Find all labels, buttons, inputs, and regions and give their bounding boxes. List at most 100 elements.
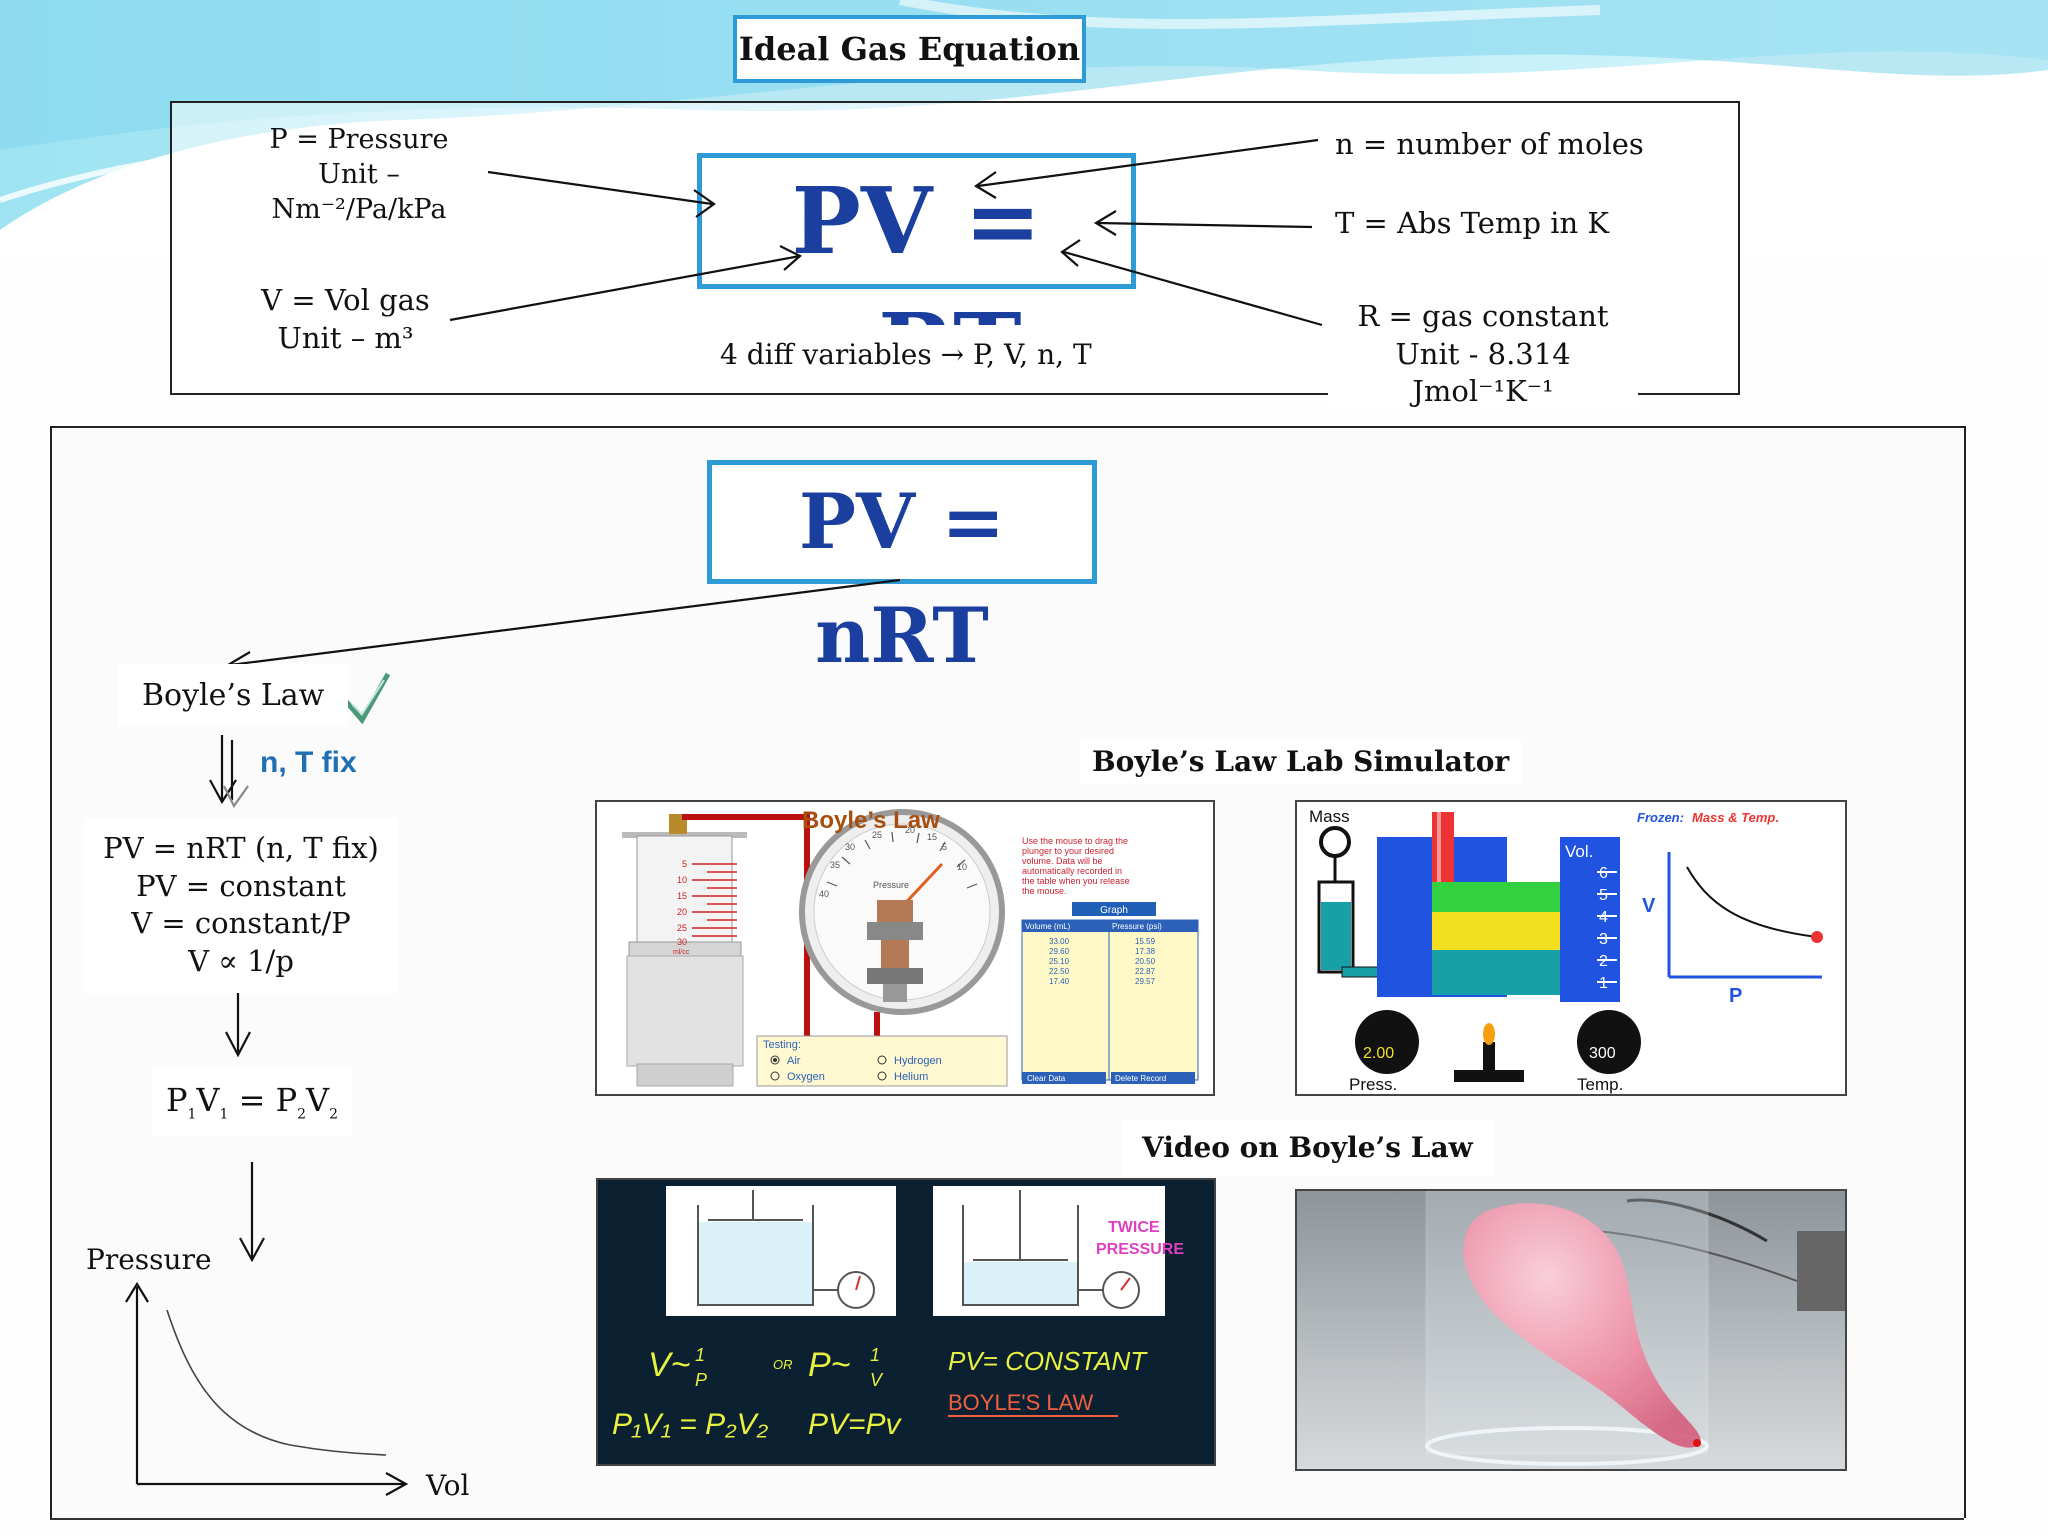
vol-label: Vol.: [1565, 842, 1593, 861]
gauge-dial-30: 30: [845, 842, 855, 852]
vol-tick-1: 1: [1599, 975, 1608, 992]
vol-1: 33.00: [1049, 937, 1070, 946]
pressure-text: PRESSURE: [1096, 1241, 1184, 1258]
video-eq-one-a: 1: [695, 1345, 705, 1365]
pres-1: 15.59: [1135, 937, 1156, 946]
video-pv-constant: PV= CONSTANT: [948, 1346, 1148, 1376]
temp-value: 300: [1589, 1045, 1616, 1062]
gas-oxygen: Oxygen: [787, 1071, 825, 1083]
vol-4: 22.50: [1049, 967, 1070, 976]
col-pressure: Pressure (psi): [1112, 922, 1162, 931]
pres-3: 20.50: [1135, 957, 1156, 966]
fixed-condition: n, T fix: [260, 746, 357, 779]
sim1-instr-2: plunger to your desired: [1022, 846, 1114, 856]
gas-hydrogen: Hydrogen: [894, 1055, 942, 1067]
pres-5: 29.57: [1135, 977, 1156, 986]
derivation-line-3: V = constant/P: [131, 906, 351, 941]
sim1-instr-4: automatically recorded in: [1022, 866, 1122, 876]
header-title-box: Ideal Gas Equation: [733, 15, 1086, 83]
gauge-dial-25: 25: [872, 830, 882, 840]
pres-2: 17.38: [1135, 947, 1156, 956]
boyle-video-1[interactable]: TWICE PRESSURE V~ 1 P OR P~ 1 V P₁V₁ = P…: [596, 1178, 1216, 1466]
video-eq-v2: V: [870, 1370, 884, 1390]
video-or: OR: [773, 1357, 793, 1372]
sim1-instr-5: the table when you release: [1022, 876, 1130, 886]
boyle-equation: PV = nRT: [798, 477, 1006, 680]
sim1-instr-3: volume. Data will be: [1022, 856, 1103, 866]
gas-constant-label: R = gas constant Unit - 8.314 Jmol⁻¹K⁻¹: [1328, 298, 1638, 412]
syringe-scale-15: 15: [677, 891, 687, 901]
video-eq-p2: P~: [808, 1346, 851, 1384]
syringe-scale-25: 25: [677, 923, 687, 933]
gauge-dial-15: 15: [927, 832, 937, 842]
boyle-simulator-1[interactable]: 5 10 15 20 25 30 ml/cc 5 10 15 20 25 30 …: [595, 800, 1215, 1096]
vol-5: 17.40: [1049, 977, 1070, 986]
clear-data-button: Clear Data: [1027, 1074, 1066, 1083]
page-title: Ideal Gas Equation: [738, 30, 1081, 68]
derivation-box: PV = nRT (n, T fix) PV = constant V = co…: [84, 818, 398, 993]
temp-label: Temp.: [1577, 1075, 1623, 1094]
syringe-unit: ml/cc: [673, 949, 690, 956]
twice-text: TWICE: [1108, 1219, 1160, 1236]
vol-2: 29.60: [1049, 947, 1070, 956]
graph-button: [1072, 902, 1156, 916]
axis-p-label: P: [1729, 985, 1742, 1007]
vol-3: 25.10: [1049, 957, 1070, 966]
derivation-line-2: PV = constant: [136, 868, 346, 903]
boyle-final-equation: P1V1 = P2V2: [152, 1068, 352, 1136]
derivation-line-1: PV = nRT (n, T fix): [103, 831, 379, 865]
sim1-title: Boyle’s Law: [802, 807, 940, 834]
volume-definition: V = Vol gas: [261, 283, 430, 317]
vol-tick-2: 2: [1599, 953, 1608, 970]
gas-constant-definition: R = gas constant: [1357, 299, 1609, 333]
sim1-instr-1: Use the mouse to drag the: [1022, 836, 1128, 846]
press-value: 2.00: [1363, 1045, 1394, 1062]
pres-4: 22.87: [1135, 967, 1156, 976]
syringe-scale-5: 5: [682, 859, 687, 869]
simulator-title: Boyle’s Law Lab Simulator: [1080, 740, 1522, 785]
video-eq-pv: PV=Pv: [808, 1408, 903, 1441]
graph-y-label: Pressure: [86, 1243, 212, 1276]
gas-air: Air: [787, 1055, 801, 1067]
graph-button-label: Graph: [1100, 905, 1128, 916]
vol-tick-4: 4: [1599, 909, 1608, 926]
gauge-dial-40: 40: [819, 889, 829, 899]
pressure-unit: Unit – Nm⁻²/Pa/kPa: [271, 159, 447, 226]
graph-x-label: Vol: [426, 1469, 470, 1502]
gas-helium: Helium: [894, 1071, 928, 1083]
pressure-label: P = Pressure Unit – Nm⁻²/Pa/kPa: [228, 122, 490, 227]
delete-record-button: Delete Record: [1115, 1074, 1166, 1083]
gas-constant-unit: Unit - 8.314 Jmol⁻¹K⁻¹: [1395, 336, 1571, 409]
variables-note: 4 diff variables → P, V, n, T: [690, 325, 1122, 386]
video-eq-p1v1: P₁V₁ = P₂V₂: [612, 1408, 769, 1441]
vol-tick-3: 3: [1599, 931, 1608, 948]
video-eq-one-b: 1: [870, 1345, 880, 1365]
sim1-instr-6: the mouse.: [1022, 886, 1067, 896]
video-eq-p: P: [695, 1370, 707, 1390]
syringe-scale-30: 30: [677, 937, 687, 947]
gauge-label: Pressure: [873, 880, 909, 890]
vol-tick-6: 6: [1599, 865, 1608, 882]
gauge-dial-10: 10: [957, 862, 967, 872]
gauge-dial-35: 35: [830, 860, 840, 870]
axis-v-label: V: [1642, 895, 1656, 917]
mass-label: Mass: [1309, 807, 1350, 826]
pressure-volume-graph: [125, 1281, 409, 1496]
boyle-video-2[interactable]: [1295, 1189, 1847, 1471]
vol-tick-5: 5: [1599, 887, 1608, 904]
pressure-definition: P = Pressure: [269, 124, 449, 155]
testing-label: Testing:: [763, 1039, 801, 1051]
press-label: Press.: [1349, 1075, 1397, 1094]
equation-arrows: [449, 138, 1323, 327]
syringe-scale-10: 10: [677, 875, 687, 885]
temperature-label: T = Abs Temp in K: [1315, 193, 1630, 255]
frozen-vars: Mass & Temp.: [1692, 810, 1779, 825]
moles-label: n = number of moles: [1335, 126, 1644, 164]
boyle-equation-box: PV = nRT: [707, 460, 1097, 680]
gauge-dial-5: 5: [942, 842, 947, 852]
video-boyles-law: BOYLE'S LAW: [948, 1390, 1093, 1415]
check-icon: [343, 672, 391, 725]
boyle-simulator-2[interactable]: Mass Vol. 6 5 4 3 2 1 2.00 300 P: [1295, 800, 1847, 1096]
video-title: Video on Boyle’s Law: [1122, 1120, 1493, 1177]
derivation-line-4: V ∝ 1/p: [188, 944, 294, 979]
